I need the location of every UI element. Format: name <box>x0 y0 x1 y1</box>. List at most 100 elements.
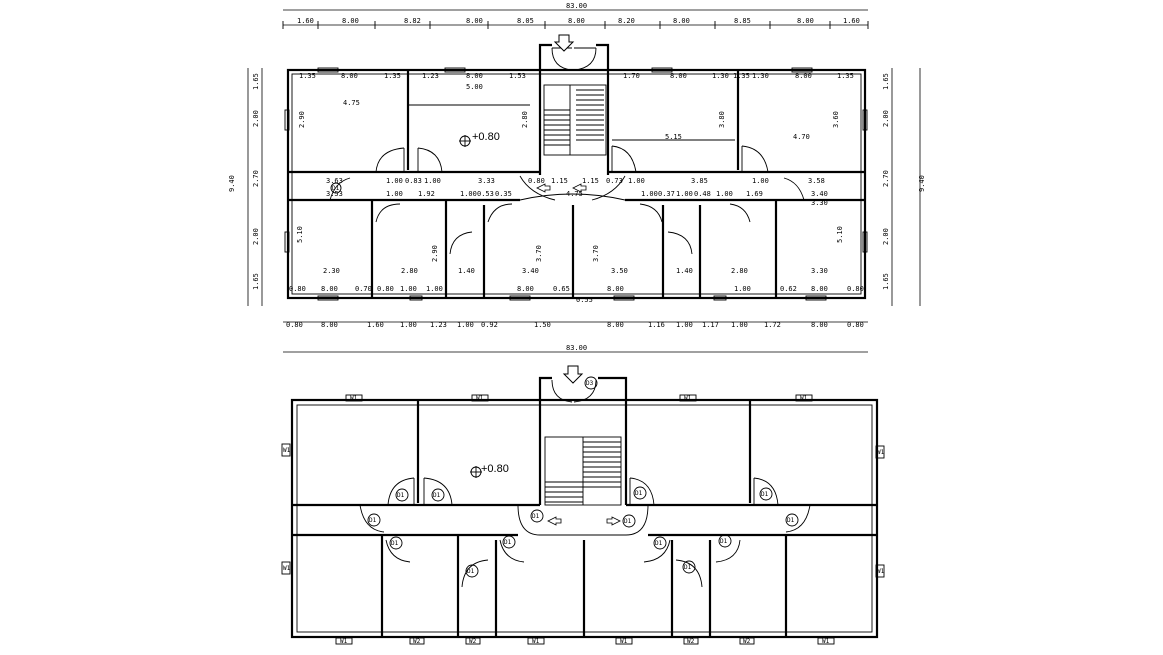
svg-text:W1: W1 <box>283 565 291 572</box>
svg-text:3.40: 3.40 <box>522 267 539 275</box>
svg-text:2.00: 2.00 <box>252 110 260 127</box>
svg-text:W1: W1 <box>877 568 885 575</box>
svg-text:0.92: 0.92 <box>481 321 498 329</box>
svg-text:W1: W1 <box>800 395 808 402</box>
svg-text:D1: D1 <box>720 538 728 545</box>
room-width-0: 4.75 <box>343 99 360 107</box>
svg-text:1.00: 1.00 <box>641 190 658 198</box>
svg-text:1.00: 1.00 <box>460 190 477 198</box>
svg-text:1.70: 1.70 <box>623 72 640 80</box>
svg-text:1.65: 1.65 <box>882 73 890 90</box>
svg-text:1.00: 1.00 <box>731 321 748 329</box>
svg-text:1.65: 1.65 <box>252 73 260 90</box>
svg-text:2.00: 2.00 <box>882 110 890 127</box>
top-dim-9: 8.00 <box>797 17 814 25</box>
svg-text:D1: D1 <box>532 513 540 520</box>
svg-text:W2: W2 <box>413 638 421 645</box>
arrow-right-icon <box>606 516 621 526</box>
svg-text:1.60: 1.60 <box>367 321 384 329</box>
svg-text:8.00: 8.00 <box>811 285 828 293</box>
svg-text:1.00: 1.00 <box>426 285 443 293</box>
top-dim-7: 8.00 <box>673 17 690 25</box>
svg-text:1.15: 1.15 <box>582 177 599 185</box>
svg-text:3.80: 3.80 <box>718 111 726 128</box>
svg-text:1.50: 1.50 <box>534 321 551 329</box>
svg-text:3.30: 3.30 <box>811 199 828 207</box>
arrow-right-icon <box>572 183 587 193</box>
svg-text:0.80: 0.80 <box>289 285 306 293</box>
left-dims: 1.65 2.00 2.70 2.00 1.65 9.40 <box>228 73 260 290</box>
svg-text:2.90: 2.90 <box>431 245 439 262</box>
svg-text:1.40: 1.40 <box>676 267 693 275</box>
svg-text:1.00: 1.00 <box>628 177 645 185</box>
svg-text:D1: D1 <box>397 492 405 499</box>
svg-text:W1: W1 <box>822 638 830 645</box>
svg-text:1.00: 1.00 <box>386 177 403 185</box>
door-tag-top: D1 <box>332 185 340 192</box>
top-dim-4: 8.05 <box>517 17 534 25</box>
entrance-walls <box>538 43 610 70</box>
svg-text:1.00: 1.00 <box>386 190 403 198</box>
top-dim-ticks <box>282 21 869 29</box>
svg-text:1.00: 1.00 <box>676 321 693 329</box>
overall-width-label: 83.00 <box>566 2 587 10</box>
svg-text:W1: W1 <box>283 447 291 454</box>
svg-text:8.00: 8.00 <box>811 321 828 329</box>
svg-text:1.00: 1.00 <box>752 177 769 185</box>
svg-text:0.80: 0.80 <box>377 285 394 293</box>
room-width-1: 5.00 <box>466 83 483 91</box>
windows-top <box>284 67 868 301</box>
svg-text:3.40: 3.40 <box>811 190 828 198</box>
svg-text:1.16: 1.16 <box>648 321 665 329</box>
svg-text:W1: W1 <box>684 395 692 402</box>
bottom-room-widths: 2.30 2.80 1.40 3.40 3.50 1.40 2.80 3.30 <box>323 267 828 275</box>
svg-text:D1: D1 <box>624 518 632 525</box>
top-floor-plan: 83.00 1.60 8.00 8.82 8.00 8.05 8.00 8.20… <box>228 2 926 329</box>
entrance-tag: D3 <box>586 380 594 387</box>
svg-text:1.00: 1.00 <box>716 190 733 198</box>
svg-text:W2: W2 <box>469 638 477 645</box>
svg-text:0.80: 0.80 <box>286 321 303 329</box>
level-label-bottom: +0.80 <box>481 463 509 475</box>
corridor-dims-lower: 3.53 1.00 1.92 1.00 0.53 0.35 4.75 1.00 … <box>326 190 828 207</box>
top-dim-5: 8.00 <box>568 17 585 25</box>
svg-text:1.35: 1.35 <box>299 72 316 80</box>
svg-text:3.60: 3.60 <box>832 111 840 128</box>
svg-text:8.00: 8.00 <box>607 285 624 293</box>
svg-text:0.83: 0.83 <box>405 177 422 185</box>
svg-text:1.30: 1.30 <box>712 72 729 80</box>
svg-text:W1: W1 <box>620 638 628 645</box>
room-width-3: 4.70 <box>793 133 810 141</box>
svg-text:3.70: 3.70 <box>535 245 543 262</box>
svg-text:D1: D1 <box>684 564 692 571</box>
svg-text:4.75: 4.75 <box>566 190 583 198</box>
svg-text:0.73: 0.73 <box>606 177 623 185</box>
svg-text:9.40: 9.40 <box>228 175 236 192</box>
inner-bottom-dims: 0.80 8.00 0.70 0.80 1.00 1.00 8.00 0.65 … <box>289 285 864 293</box>
svg-text:D1: D1 <box>655 540 663 547</box>
arrow-left-icon <box>536 183 551 193</box>
top-dim-6: 8.20 <box>618 17 635 25</box>
svg-text:0.80: 0.80 <box>528 177 545 185</box>
svg-text:1.17: 1.17 <box>702 321 719 329</box>
svg-text:1.72: 1.72 <box>764 321 781 329</box>
svg-text:8.00: 8.00 <box>466 72 483 80</box>
svg-text:W2: W2 <box>743 638 751 645</box>
arrow-down-icon <box>562 365 584 384</box>
stair-treads-bottom <box>545 437 621 505</box>
svg-text:8.00: 8.00 <box>517 285 534 293</box>
arrow-down-icon <box>553 34 575 52</box>
outer-wall <box>286 68 867 300</box>
svg-text:D1: D1 <box>504 539 512 546</box>
svg-text:D1: D1 <box>787 517 795 524</box>
svg-text:3.50: 3.50 <box>611 267 628 275</box>
arrow-left-icon <box>547 516 562 526</box>
svg-text:3.85: 3.85 <box>691 177 708 185</box>
svg-text:1.23: 1.23 <box>422 72 439 80</box>
svg-text:1.40: 1.40 <box>458 267 475 275</box>
svg-text:3.63: 3.63 <box>326 177 343 185</box>
svg-text:1.23: 1.23 <box>430 321 447 329</box>
level-marker-icon <box>470 466 482 478</box>
svg-text:1.35: 1.35 <box>837 72 854 80</box>
